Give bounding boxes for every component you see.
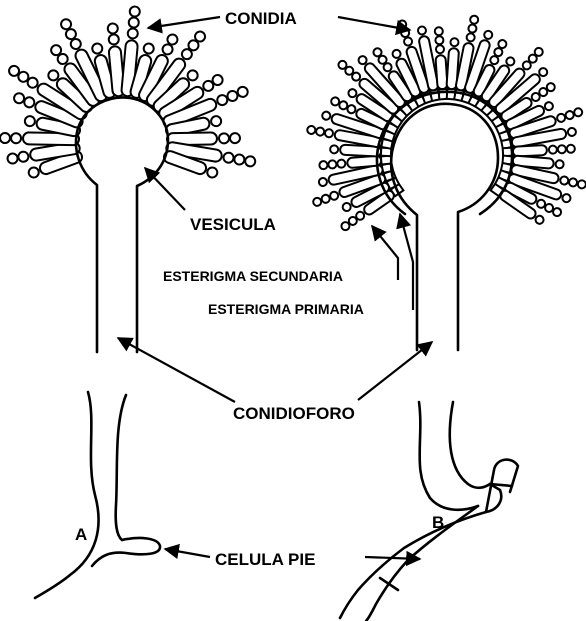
arrow-vesicula xyxy=(145,168,185,210)
left-conidium xyxy=(234,154,246,166)
left-conidium xyxy=(223,152,235,164)
label-vesicula: VESICULA xyxy=(190,215,276,234)
right-conidium xyxy=(321,111,331,121)
left-conidium xyxy=(143,42,155,54)
left-conidium xyxy=(108,34,119,45)
right-conidium xyxy=(469,15,478,24)
right-vesicle xyxy=(391,104,498,350)
right-foot-cell xyxy=(340,484,501,618)
left-conidium xyxy=(127,28,138,39)
right-conidium xyxy=(330,145,338,153)
right-conidium xyxy=(577,180,586,190)
left-conidium xyxy=(219,133,229,143)
right-conidium xyxy=(567,127,576,136)
right-conidium xyxy=(466,33,475,42)
label-celula-pie: CELULA PIE xyxy=(215,550,315,569)
right-conidia-head xyxy=(306,15,586,233)
right-conidium xyxy=(319,161,328,170)
right-conidium xyxy=(435,36,444,45)
right-conidium xyxy=(324,129,333,138)
right-conidium xyxy=(559,176,569,186)
right-conidium xyxy=(568,178,578,188)
left-conidium xyxy=(210,115,222,127)
right-conidium xyxy=(468,24,477,33)
left-conidium xyxy=(7,153,19,165)
right-conidium xyxy=(556,113,566,123)
left-conidium xyxy=(230,133,240,143)
left-conidium xyxy=(206,166,219,179)
right-conidium xyxy=(567,145,575,153)
left-foot-cell xyxy=(92,538,160,566)
right-conidium xyxy=(315,127,324,136)
arrow-celula-pie-left xyxy=(165,549,210,557)
right-conidium xyxy=(555,160,564,169)
right-conidium xyxy=(318,177,328,187)
right-conidium xyxy=(341,202,352,213)
right-conidium xyxy=(435,27,444,36)
right-conidium xyxy=(549,145,557,153)
left-conidium xyxy=(91,42,103,54)
label-conidioforo: CONIDIOFORO xyxy=(233,404,355,423)
left-conidium xyxy=(244,156,256,168)
right-lower-conidiophore xyxy=(419,402,478,510)
left-conidia-head xyxy=(0,6,256,180)
label-esterigma-primaria: ESTERIGMA PRIMARIA xyxy=(208,301,364,317)
left-conidium xyxy=(0,133,10,143)
left-lower-conidiophore xyxy=(35,392,99,598)
left-conidium xyxy=(27,166,40,179)
left-conidium xyxy=(129,6,140,17)
right-conidium xyxy=(328,160,337,169)
label-specimen-a: A xyxy=(75,525,87,544)
right-septum-1 xyxy=(380,578,398,590)
right-conidium xyxy=(436,45,445,54)
right-conidium xyxy=(417,26,426,35)
right-conidium xyxy=(544,101,555,112)
left-vesicle xyxy=(76,97,168,352)
left-conidium xyxy=(11,133,21,143)
left-conidium xyxy=(18,151,30,163)
arrow-conidia-left xyxy=(148,17,220,28)
arrow-conidioforo-left xyxy=(118,338,235,402)
right-conidium xyxy=(561,193,571,203)
label-conidia: CONIDIA xyxy=(225,9,297,28)
right-conidium xyxy=(573,107,583,117)
right-conidium xyxy=(450,38,459,47)
right-conidium xyxy=(483,30,493,40)
arrow-esterigma-primaria xyxy=(400,214,413,310)
left-conidium xyxy=(107,23,118,34)
right-conidium xyxy=(565,110,575,120)
right-conidium xyxy=(558,145,566,153)
arrow-esterigma-secundaria xyxy=(372,226,398,280)
right-conidium xyxy=(391,49,402,60)
label-specimen-b: B xyxy=(432,513,444,532)
arrow-conidioforo-right xyxy=(358,342,432,400)
right-conidium xyxy=(307,125,316,134)
left-lower-conidiophore-inner xyxy=(116,395,126,540)
right-conidium xyxy=(337,159,346,168)
left-conidium xyxy=(24,115,36,127)
label-esterigma-secundaria: ESTERIGMA SECUNDARIA xyxy=(163,268,343,284)
specimen-b xyxy=(306,15,586,621)
right-lower-conidiophore-inner xyxy=(450,402,490,488)
left-conidium xyxy=(128,17,139,28)
